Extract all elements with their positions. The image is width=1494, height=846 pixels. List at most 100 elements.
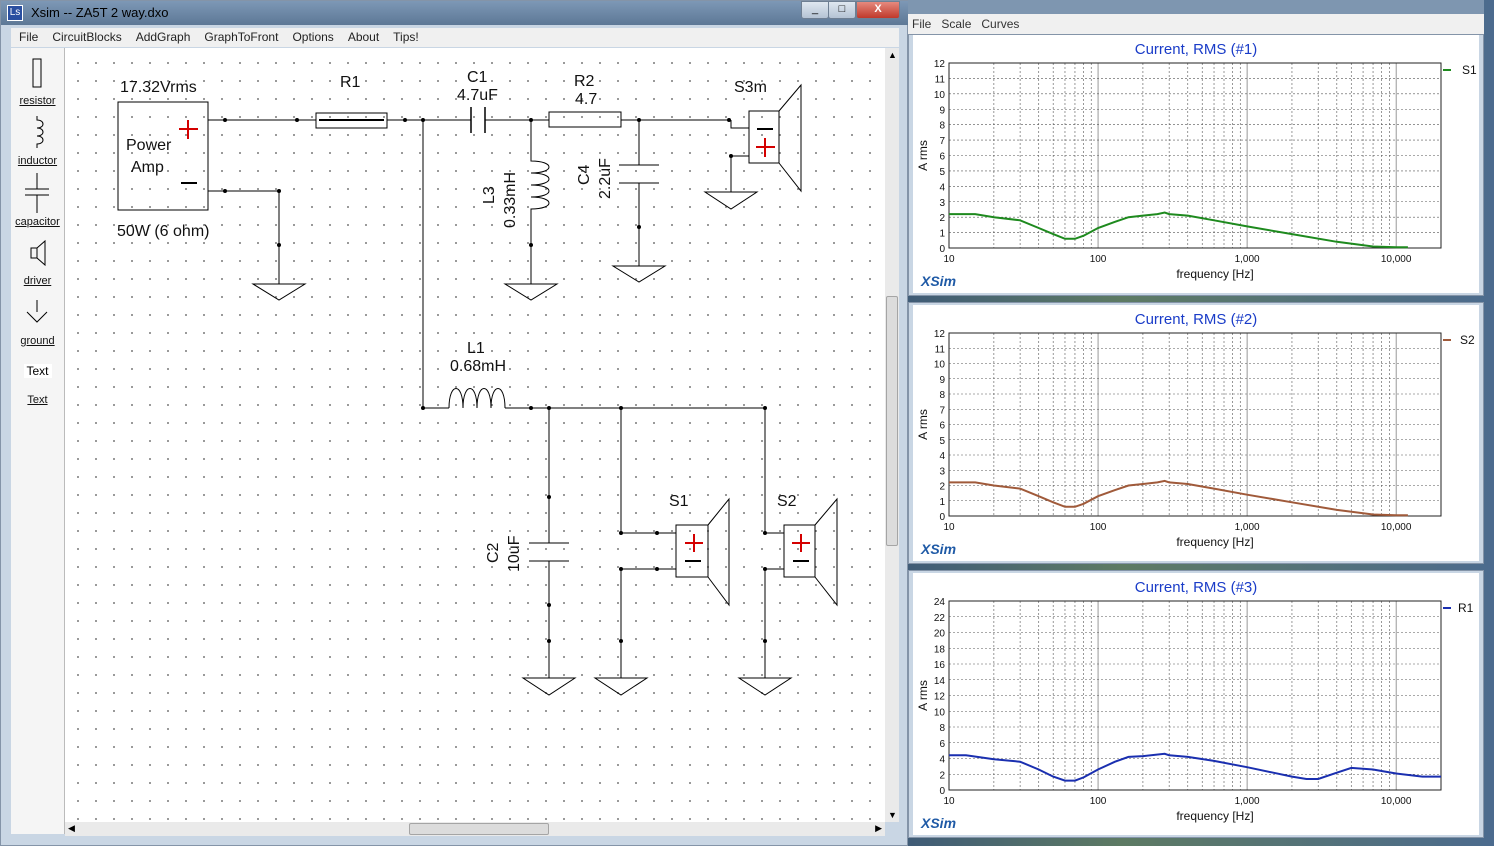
chart-2-brand: XSim [921, 541, 957, 557]
text-icon: Text [23, 364, 52, 378]
y-tick-label: 6 [939, 421, 945, 432]
graph-menu-file[interactable]: File [912, 17, 932, 31]
l3-coil[interactable] [530, 120, 550, 284]
c1-name[interactable]: C1 [467, 69, 488, 86]
plot-frame [948, 600, 1442, 791]
r2-value[interactable]: 4.7 [575, 91, 597, 108]
y-tick-label: 24 [934, 597, 946, 608]
palette-capacitor[interactable]: capacitor [11, 173, 64, 228]
y-tick-label: 7 [939, 405, 945, 416]
amp-voltage-label[interactable]: 17.32Vrms [120, 79, 197, 96]
y-tick-label: 11 [935, 74, 946, 85]
menu-file[interactable]: File [19, 30, 39, 44]
minimize-button[interactable]: _ [801, 1, 829, 19]
c2-plates[interactable] [529, 408, 569, 678]
palette-driver-label: driver [23, 275, 52, 287]
s3m-body[interactable] [748, 110, 780, 164]
menu-circuitblocks[interactable]: CircuitBlocks [52, 30, 122, 44]
y-tick-label: 8 [939, 390, 945, 401]
l3-ground [503, 283, 559, 301]
menu-tips[interactable]: Tips! [393, 30, 419, 44]
chart-3-brand: XSim [921, 815, 957, 831]
close-button[interactable]: X [856, 1, 900, 19]
y-tick-label: 11 [935, 344, 946, 355]
maximize-button[interactable]: □ [828, 1, 856, 19]
chart-1-title: Current, RMS (#1) [1134, 41, 1258, 58]
r2-body[interactable] [548, 111, 622, 128]
s2-body[interactable] [783, 524, 816, 578]
c4-name[interactable]: C4 [576, 164, 593, 185]
y-tick-label: 22 [934, 613, 946, 624]
r1-body[interactable] [315, 112, 388, 129]
palette-ground[interactable]: ground [11, 298, 64, 347]
horizontal-scroll-thumb[interactable] [409, 823, 549, 835]
c1-value[interactable]: 4.7uF [457, 87, 498, 104]
l3-name[interactable]: L3 [481, 186, 498, 204]
app-icon: Ls [7, 5, 23, 21]
y-tick-label: 5 [939, 167, 945, 178]
vertical-scroll-thumb[interactable] [886, 296, 898, 546]
c4-plates[interactable] [619, 120, 659, 266]
graph-window-titlebar[interactable] [908, 0, 1484, 14]
s3m-name[interactable]: S3m [734, 79, 767, 96]
y-tick-label: 0 [939, 786, 945, 797]
power-amp-box[interactable] [117, 101, 209, 211]
s2-name[interactable]: S2 [777, 493, 797, 510]
menu-about[interactable]: About [347, 30, 380, 44]
l3-value[interactable]: 0.33mH [502, 172, 519, 228]
palette-text-label-item[interactable]: Text [11, 394, 64, 406]
x-axis-label: frequency [Hz] [1176, 809, 1253, 823]
r2-name[interactable]: R2 [574, 73, 595, 90]
s2-plus [792, 534, 810, 552]
amp-name-line2: Amp [131, 159, 164, 176]
scroll-left-icon[interactable]: ◀ [68, 823, 75, 833]
s1-body[interactable] [675, 524, 709, 578]
y-tick-label: 4 [939, 755, 945, 766]
y-tick-label: 16 [934, 660, 946, 671]
menu-graphtofront[interactable]: GraphToFront [204, 30, 279, 44]
l1-coil[interactable] [448, 388, 506, 409]
c4-value[interactable]: 2.2uF [597, 158, 614, 199]
y-tick-label: 4 [939, 182, 945, 193]
c2-value[interactable]: 10uF [506, 535, 523, 572]
palette-resistor[interactable]: resistor [11, 56, 64, 107]
scroll-down-icon[interactable]: ▼ [888, 810, 897, 820]
s3m-plus [756, 138, 775, 157]
title-bar[interactable]: Ls Xsim -- ZA5T 2 way.dxo _ □ X [1, 1, 909, 25]
graph-menu-curves[interactable]: Curves [981, 17, 1020, 31]
c2-name[interactable]: C2 [485, 542, 502, 563]
graph-menu-scale[interactable]: Scale [941, 17, 972, 31]
horizontal-scrollbar[interactable]: ◀ ▶ [65, 822, 885, 836]
palette-text[interactable]: Text [11, 364, 64, 378]
schematic-canvas[interactable]: 17.32Vrms Power Amp 50W (6 ohm) R1 C1 4.… [65, 48, 885, 822]
s1-name[interactable]: S1 [669, 493, 689, 510]
y-tick-label: 6 [939, 152, 945, 163]
x-tick-label: 10,000 [1381, 796, 1412, 807]
menu-addgraph[interactable]: AddGraph [135, 30, 191, 44]
l1-name[interactable]: L1 [467, 340, 485, 357]
menu-options[interactable]: Options [292, 30, 334, 44]
c4-ground [611, 265, 667, 283]
scroll-up-icon[interactable]: ▲ [888, 50, 897, 60]
palette-driver[interactable]: driver [11, 238, 64, 287]
palette-inductor[interactable]: inductor [11, 114, 64, 167]
vertical-scrollbar[interactable]: ▲ ▼ [885, 48, 899, 822]
x-tick-label: 1,000 [1235, 796, 1260, 807]
c1-plates[interactable] [470, 107, 486, 133]
amp-plus [179, 120, 198, 139]
y-tick-label: 9 [939, 375, 945, 386]
scroll-right-icon[interactable]: ▶ [875, 823, 882, 833]
y-tick-label: 0 [939, 512, 945, 523]
amp-ground [251, 283, 307, 301]
l1-value[interactable]: 0.68mH [450, 358, 506, 375]
y-tick-label: 20 [934, 629, 946, 640]
r1-name[interactable]: R1 [340, 74, 361, 91]
